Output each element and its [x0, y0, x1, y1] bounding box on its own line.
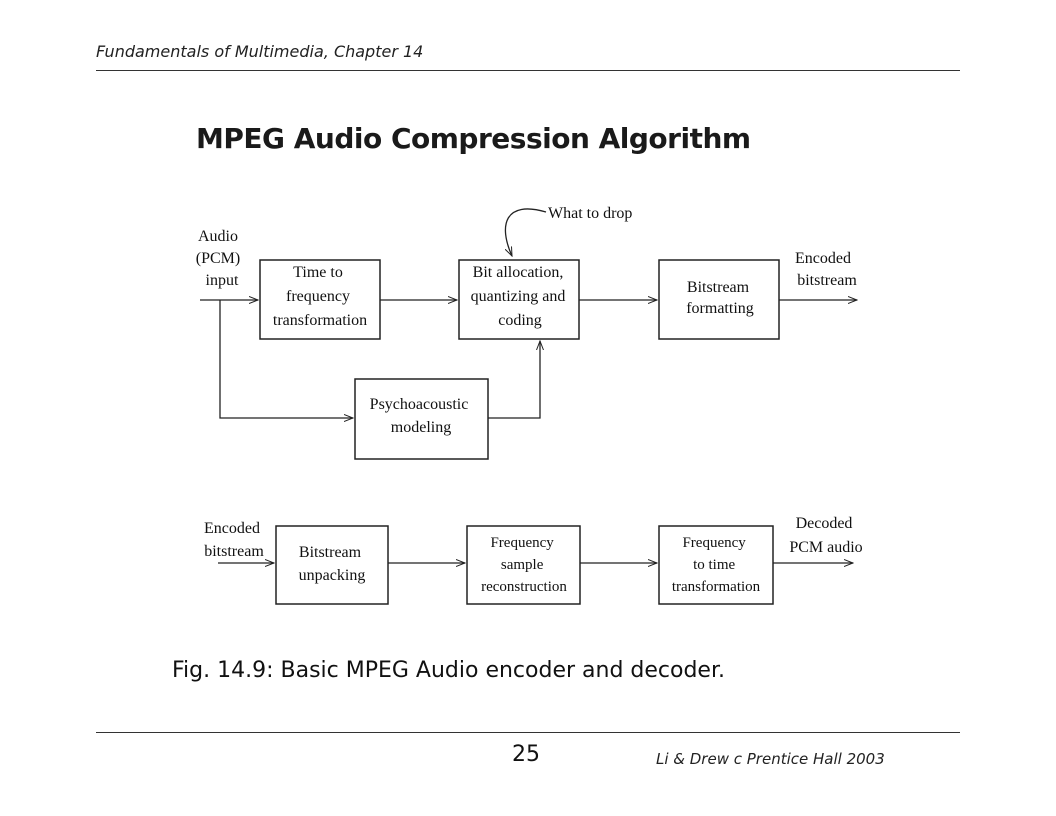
encoder-output-label: Encoded bitstream — [795, 250, 857, 289]
decoder-input-label: Encoded bitstream — [204, 520, 264, 560]
bitstream-formatting-block: Bitstream formatting — [658, 259, 780, 340]
svg-text:Time to frequency: Time to frequency transformation — [273, 264, 367, 329]
decoder-output-label: Decoded PCM audio — [789, 515, 862, 556]
frequency-sample-reconstruction-block: Frequency sample reconstruction — [466, 525, 581, 605]
bit-allocation-block: Bit allocation, quantizing and coding — [458, 259, 580, 340]
time-frequency-block: Time to frequency transformation — [259, 259, 381, 340]
footer-divider — [96, 732, 960, 733]
bitstream-unpacking-block: Bitstream unpacking — [275, 525, 389, 605]
header-divider — [96, 70, 960, 71]
psycho-to-bitalloc-arrow — [488, 341, 540, 419]
svg-text:Bitstream unpacking: Bitstream unpacking — [299, 544, 366, 584]
encoder-diagram: Audio (PCM) input Time to frequency tran… — [196, 205, 858, 460]
chapter-header: Fundamentals of Multimedia, Chapter 14 — [96, 42, 424, 61]
input-to-psycho-arrow — [219, 300, 353, 418]
frequency-to-time-block: Frequency to time transformation — [658, 525, 774, 605]
decoder-diagram: Encoded bitstream Bitstream unpacking Fr… — [204, 515, 863, 605]
svg-text:Frequency sample: Frequency sample reconstruction — [481, 535, 567, 595]
psychoacoustic-block: Psychoacoustic modeling — [354, 378, 489, 460]
encoder-input-label: Audio (PCM) input — [196, 228, 244, 289]
figure-caption: Fig. 14.9: Basic MPEG Audio encoder and … — [172, 658, 725, 683]
what-to-drop-arrow — [505, 208, 547, 256]
svg-text:Bitstream formatting: Bitstream formatting — [686, 279, 754, 317]
what-to-drop-label: What to drop — [548, 205, 632, 222]
page-number: 25 — [512, 742, 540, 767]
svg-text:Frequency to time: Frequency to time transformation — [672, 535, 761, 595]
page-title: MPEG Audio Compression Algorithm — [196, 122, 751, 155]
footer-credit: Li & Drew c Prentice Hall 2003 — [656, 750, 885, 768]
svg-text:Bit allocation, quanti: Bit allocation, quantizing and coding — [471, 264, 570, 329]
svg-text:Psychoacoustic modelin: Psychoacoustic modeling — [370, 396, 473, 436]
